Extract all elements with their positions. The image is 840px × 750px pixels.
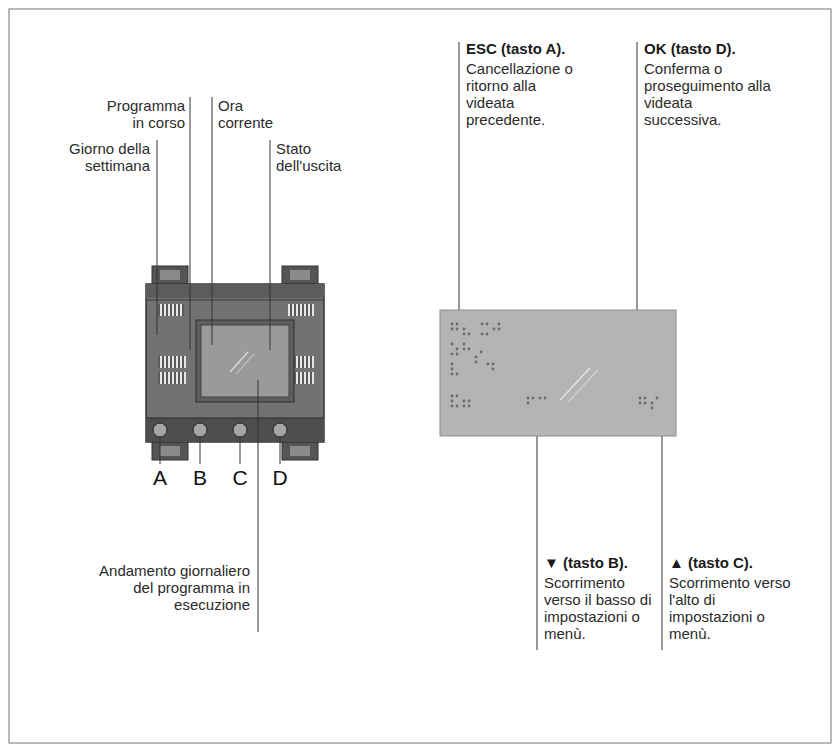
braille-dot	[498, 323, 501, 326]
braille-dot	[463, 343, 466, 346]
braille-dot	[532, 397, 535, 400]
timer-device	[146, 266, 324, 460]
key-heading: ESC (tasto A).	[466, 40, 616, 57]
key-heading: ▼ (tasto B).	[544, 554, 656, 571]
braille-dot	[463, 328, 466, 331]
braille-dot	[451, 368, 454, 371]
callout-label: Stato dell'uscita	[276, 140, 358, 174]
braille-dot	[451, 353, 454, 356]
braille-dot	[468, 400, 471, 403]
braille-dot	[493, 328, 496, 331]
button-letter: B	[190, 466, 210, 490]
braille-dot	[451, 363, 454, 366]
key-heading: OK (tasto D).	[644, 40, 794, 57]
braille-dot	[656, 397, 659, 400]
callout-label: Programma in corso	[92, 97, 185, 131]
callout-label: Andamento giornaliero del programma in e…	[80, 562, 250, 613]
braille-dot	[639, 397, 642, 400]
braille-dot	[456, 373, 459, 376]
braille-dot	[451, 343, 454, 346]
braille-dot	[451, 373, 454, 376]
braille-dot	[644, 397, 647, 400]
braille-dot	[456, 323, 459, 326]
braille-dot	[451, 405, 454, 408]
key-description: Scorrimento verso il basso di impostazio…	[544, 574, 656, 642]
key-description: Conferma o proseguimento alla videata su…	[644, 60, 772, 128]
braille-dot	[451, 400, 454, 403]
callout-label: Ora corrente	[218, 97, 288, 131]
braille-dot	[639, 402, 642, 405]
braille-dot	[481, 323, 484, 326]
braille-dot	[539, 397, 542, 400]
braille-dot	[463, 333, 466, 336]
braille-dot	[487, 363, 490, 366]
braille-dot	[463, 405, 466, 408]
braille-dot	[644, 402, 647, 405]
braille-dot	[651, 402, 654, 405]
braille-dot	[463, 348, 466, 351]
braille-dot	[527, 397, 530, 400]
braille-dot	[451, 395, 454, 398]
key-heading: ▲ (tasto C).	[669, 554, 809, 571]
frame	[9, 9, 831, 743]
key-description: Scorrimento verso l'alto di impostazioni…	[669, 574, 799, 642]
braille-dot	[475, 356, 478, 359]
braille-dot	[544, 397, 547, 400]
braille-panel	[440, 310, 676, 436]
callout-label: Giorno della settimana	[44, 140, 150, 174]
braille-dot	[492, 368, 495, 371]
braille-dot	[456, 328, 459, 331]
braille-dot	[468, 348, 471, 351]
braille-dot	[498, 328, 501, 331]
braille-dot	[651, 407, 654, 410]
braille-dot	[468, 405, 471, 408]
braille-dot	[481, 333, 484, 336]
braille-dot	[451, 323, 454, 326]
button-letter: D	[270, 466, 290, 490]
key-description: Cancellazione o ritorno alla videata pre…	[466, 60, 584, 128]
braille-dot	[456, 405, 459, 408]
braille-dot	[475, 361, 478, 364]
braille-dot	[451, 328, 454, 331]
button-letter: A	[150, 466, 170, 490]
braille-dot	[463, 400, 466, 403]
braille-dot	[456, 395, 459, 398]
braille-dot	[456, 348, 459, 351]
braille-dot	[486, 333, 489, 336]
button-letter: C	[230, 466, 250, 490]
braille-dot	[480, 351, 483, 354]
braille-dot	[468, 333, 471, 336]
braille-dot	[492, 363, 495, 366]
braille-dot	[527, 402, 530, 405]
braille-dot	[456, 353, 459, 356]
braille-dot	[486, 323, 489, 326]
